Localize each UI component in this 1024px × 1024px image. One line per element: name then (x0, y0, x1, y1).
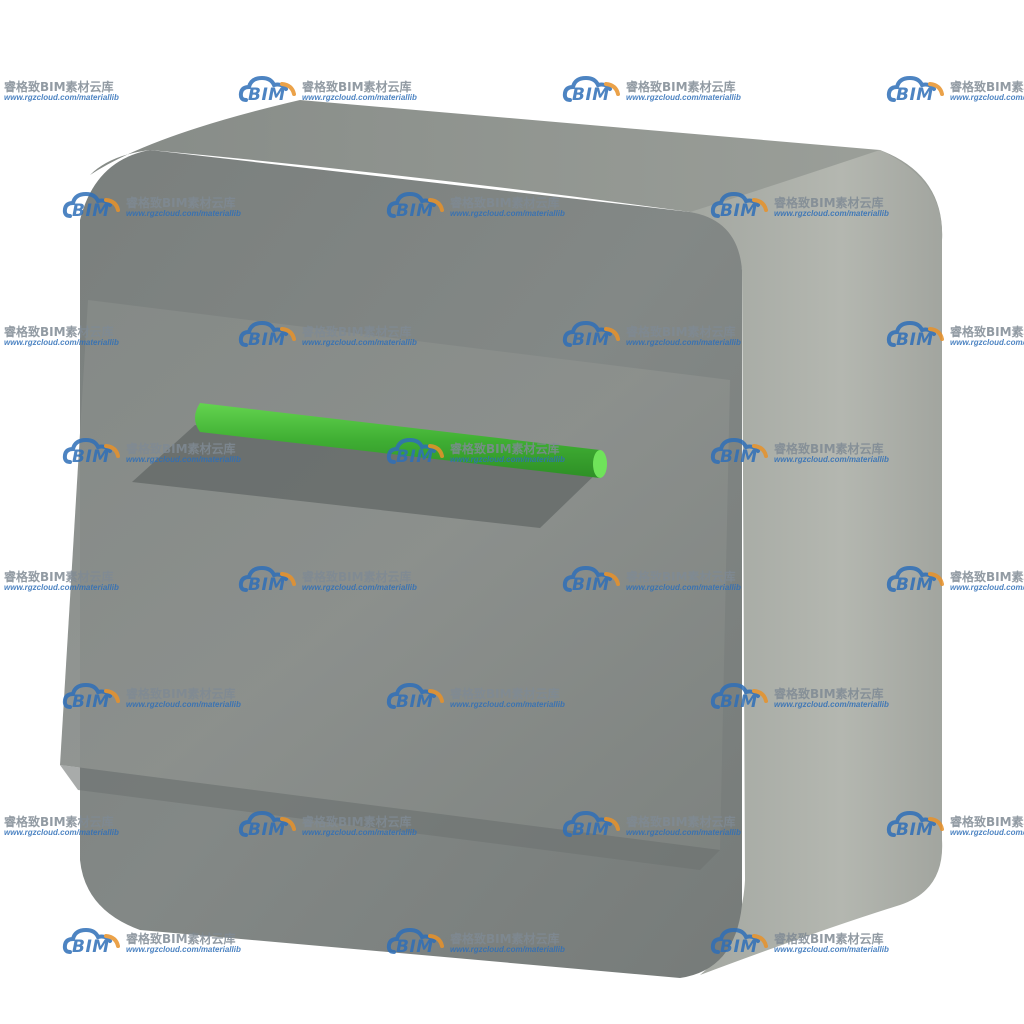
handle-end-cap (593, 450, 607, 478)
handle-recess (132, 425, 600, 528)
box-lid (60, 300, 730, 850)
box-side-face (690, 150, 943, 975)
lid-shadow (60, 765, 720, 870)
